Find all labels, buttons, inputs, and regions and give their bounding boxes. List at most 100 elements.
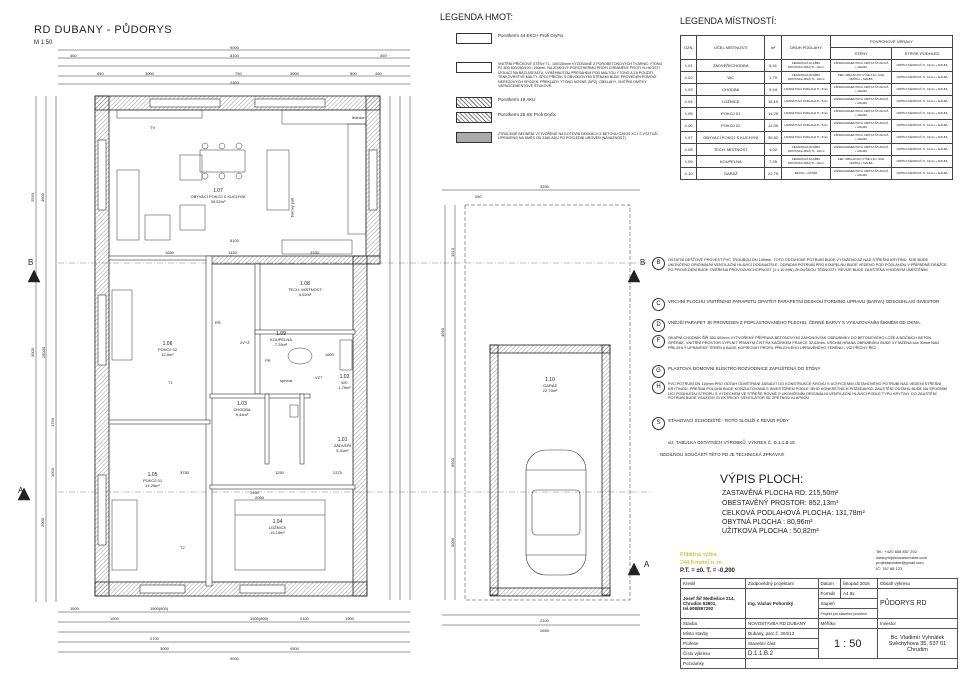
room-id: 1.08 (300, 281, 310, 287)
room-cell-name: WC (696, 71, 766, 84)
room-1-03: 1.03 CHODBA 9,44m² (222, 402, 262, 418)
height-line-3: P.T. = ±0. T. = -0,200 (680, 568, 735, 574)
room-cell-area: 14,25 (764, 107, 782, 120)
room-legend-table: OZN. ÚČEL MÍSTNOSTI m² DRUH PODLAHY POVR… (679, 35, 953, 180)
col-ozn: OZN. (679, 35, 698, 60)
dim-top-row3-1: 3000 (145, 71, 154, 76)
dim-left-4: 1750 (49, 418, 55, 427)
note-letter: H (652, 381, 665, 394)
tb-investor-value: Bc. Vladimír Vyhnálek Svěchyhova 35, 537… (877, 628, 958, 659)
room-cell-walls: VÁPENOCEMENTOVÁ OMÍTKA ŠTUKOVÁ + MALBA (830, 107, 892, 120)
room-1-06: 1.06 POKOJ 02 12,0m² (145, 341, 190, 358)
room-id: 1.10 (545, 377, 555, 383)
section-b-right: B (640, 258, 646, 267)
label-lednice: lednice (352, 115, 365, 120)
tb-kreslil-label: Kreslil (680, 578, 746, 589)
dim-bottom-9: 9000 (230, 656, 239, 661)
room-cell-walls: VÁPENOCEMENTOVÁ OMÍTKA ŠTUKOVÁ + MALBA (830, 59, 892, 72)
room-1-04: 1.04 LOŽNICE 15,19m² (255, 520, 300, 536)
material-text: ZTRACENÉ BEDNĚNÍ VYTVOŘENÉ NA KOTEVNÍ DE… (498, 132, 659, 141)
rooms-heading: LEGENDA MÍSTNOSTÍ: (680, 16, 777, 26)
dim-bottom-3: 1500(800) (250, 616, 269, 621)
room-cell-floor: KERAMICKÁ DLAŽBA (PROTISKLUZNÁ) TL. 10mm (781, 71, 831, 84)
tb-stavba-value: NOVOSTAVBA RD DUBANY (745, 618, 819, 629)
tb-format-value: A4 8x (839, 588, 879, 599)
room-cell-name: OBÝVACÍ POKOJ S KUCHYNÍ (696, 131, 766, 144)
room-cell-walls: VÁPENOCEMENTOVÁ OMÍTKA ŠTUKOVÁ + MALBA (830, 95, 892, 108)
room-1-09: 1.09 KOUPELNA 7,25m² (256, 331, 306, 348)
dim-bottom-7: 3000 (160, 646, 169, 651)
col-ucel: ÚČEL MÍSTNOSTI (696, 35, 766, 60)
room-cell-ceiling: OMÍTKA SÁDROVÁ TL. 10mm + MALBA (891, 167, 953, 180)
room-cell-floor: LAMINÁTOVÁ PODLAHA TL. 8mm (781, 131, 831, 144)
note-extra-0: viz. TABULKA OSTATNÍCH VÝROBKŮ, VÝKRES Č… (668, 440, 795, 445)
room-id: 1.09 (276, 331, 286, 337)
dim-left-2: 3000 (29, 348, 35, 357)
room-id: 1.06 (162, 341, 173, 347)
room-cell-name: KOUPELNA (696, 155, 766, 168)
room-id: 1.07 (213, 188, 223, 194)
tb-obsah-value: PŮDORYS RD (877, 588, 958, 619)
room-name: POKOJ 02 (157, 347, 178, 352)
tb-row: Místo stavby Dubany, parc.č. 304/13 1 : … (680, 628, 958, 659)
room-cell-floor: KERAMICKÁ DLAŽBA (PROTISKLUZNÁ) TL. 10mm (781, 59, 831, 72)
room-cell-id: 1.07 (679, 131, 698, 144)
dim-inner-3: 1450 (228, 250, 237, 255)
room-name: KOUPELNA (270, 337, 292, 342)
materials-heading: LEGENDA HMOT: (440, 12, 514, 22)
col-druh: DRUH PODLAHY (781, 35, 831, 60)
room-cell-id: 1.10 (679, 167, 698, 180)
room-cell-id: 1.01 (679, 59, 698, 72)
room-cell-area: 5,41 (764, 59, 782, 72)
tb-misto-value: Dubany, parc.č. 304/13 (745, 628, 819, 639)
note-letter: G (652, 365, 665, 378)
dim-top-row3-3: 3000 (290, 71, 299, 76)
tb-profese-label: Profese (680, 638, 746, 649)
dim-garage-0: 3250 (540, 184, 549, 189)
room-area: 5,41m² (336, 448, 349, 453)
note-text: PVC POTRUBÍ DN 110mm PRO ODTAH ODVĚTRÁNÍ… (668, 382, 947, 401)
tb-stavba-label: Stavba (680, 618, 746, 629)
material-text: Porotherm 44 EKO+ Profi DryFix (498, 33, 564, 38)
room-area: 4,02m² (298, 292, 312, 297)
room-cell-id: 1.03 (679, 83, 698, 96)
dim-top-450-left: 450 (70, 53, 77, 58)
dim-inner-4: 2065 (255, 495, 264, 500)
material-swatch (456, 62, 492, 73)
dim-bottom-5: 1500 (345, 616, 354, 621)
room-name: LOŽNICE (268, 525, 287, 530)
room-name: ZÁDVEŘÍ (333, 443, 352, 448)
note-item: H PVC POTRUBÍ DN 110mm PRO ODTAH ODVĚTRÁ… (652, 381, 950, 401)
tb-misto-label: Místo stavby (680, 628, 746, 639)
note-letter: B (652, 257, 665, 270)
note-letter: C (652, 298, 665, 311)
material-item: VNITŘNÍ PŘÍČKOVÉ STĚNY TL. 100/150mm VYZ… (456, 62, 666, 96)
room-cell-name: GARÁŽ (696, 167, 766, 180)
room-cell-floor: LAMINÁTOVÁ PODLAHA TL. 8mm (781, 83, 831, 96)
label-pr: PR (265, 358, 271, 363)
room-name: WC (341, 380, 348, 385)
note-item: C VRCHNÍ PLOCHU VNITŘNÍHO PARAPETU OPATŘ… (652, 298, 950, 311)
room-cell-name: POKOJ 01 (696, 107, 766, 120)
tb-row: Josef Šíř Medlešice 214, Chrudim 53801, … (680, 588, 958, 619)
height-line-2: 244,6 metrů n. m. (680, 560, 724, 566)
dim-garage-7: 250 (475, 194, 482, 199)
room-cell-floor: LAMINÁTOVÁ PODLAHA TL. 8mm (781, 119, 831, 132)
room-cell-walls: VÁPENOCEMENTOVÁ OMÍTKA ŠTUKOVÁ + MALBA (830, 131, 892, 144)
tb-format-a4: A4 (842, 591, 849, 596)
dim-bottom-4: 2100 (300, 616, 309, 621)
tb-datum-value: listopad 2016 (839, 578, 879, 589)
room-cell-name: CHODBA (696, 83, 766, 96)
tb-stupen-label: Stupeň (817, 598, 879, 609)
dim-bottom-6: 2700 (150, 636, 159, 641)
room-cell-ceiling: OMÍTKA SÁDROVÁ TL. 10mm + MALBA (891, 95, 953, 108)
room-cell-area: 4,02 (764, 143, 782, 156)
